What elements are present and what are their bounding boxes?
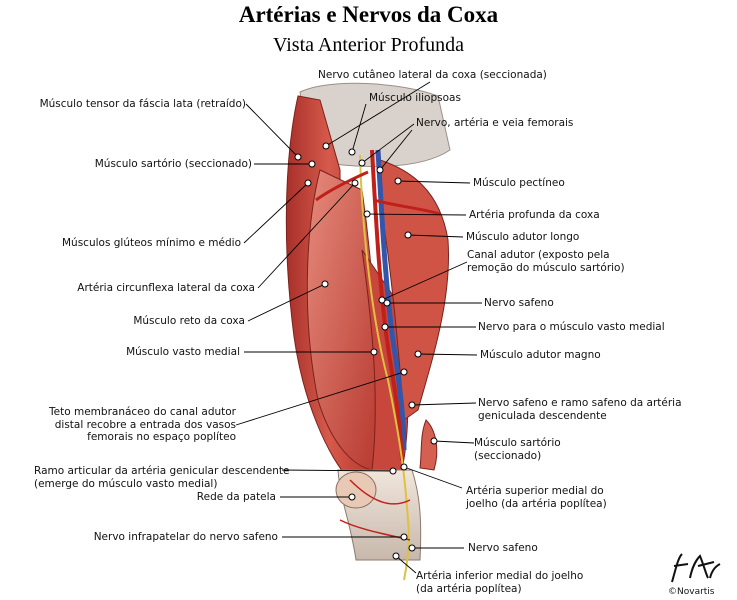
label-nervo-safeno: Nervo safeno	[484, 297, 554, 309]
label-gluteos: Músculos glúteos mínimo e médio	[61, 237, 241, 249]
femoral-vein	[375, 149, 407, 451]
label-tensor-fascia: Músculo tensor da fáscia lata (retraído)	[39, 98, 246, 110]
femoral-artery	[370, 149, 404, 461]
label-adutor-magno: Músculo adutor magno	[480, 349, 601, 361]
label-ramo-articular: Ramo articular da artéria genicular desc…	[34, 465, 290, 490]
label-canal-adutor: Canal adutor (exposto pela remoção do mú…	[467, 249, 625, 274]
label-nervo-safeno-inf: Nervo safeno	[468, 542, 538, 554]
label-safeno-ramo: Nervo safeno e ramo safeno da artéria ge…	[478, 397, 682, 422]
label-pectineo: Músculo pectíneo	[473, 177, 565, 189]
label-nervo-arteria-veia: Nervo, artéria e veia femorais	[416, 117, 574, 129]
label-arteria-profunda: Artéria profunda da coxa	[469, 209, 600, 221]
label-teto-membranaceo: Teto membranáceo do canal adutor distal …	[49, 406, 236, 443]
femoral-nerve	[359, 154, 410, 581]
label-reto-coxa: Músculo reto da coxa	[133, 315, 245, 327]
copyright: ©Novartis	[668, 587, 715, 597]
label-adutor-longo: Músculo adutor longo	[466, 231, 580, 243]
label-iliopsoas: Músculo iliopsoas	[369, 92, 461, 104]
label-sartorio-seccionado-inf: Músculo sartório (seccionado)	[474, 437, 561, 462]
hip-fascia	[299, 82, 451, 168]
label-circunflexa: Artéria circunflexa lateral da coxa	[77, 282, 255, 294]
label-vasto-medial: Músculo vasto medial	[126, 346, 240, 358]
label-infrapatelar: Nervo infrapatelar do nervo safeno	[93, 531, 278, 543]
netter-signature	[671, 553, 721, 583]
circumflex-artery	[315, 170, 369, 202]
label-nervo-cutaneo: Nervo cutâneo lateral da coxa (seccionad…	[318, 69, 547, 81]
adductor-group	[379, 159, 450, 421]
figure-title: Artérias e Nervos da Coxa	[238, 2, 499, 27]
leader-dots	[294, 142, 438, 560]
label-sartorio-seccionado: Músculo sartório (seccionado)	[94, 158, 252, 170]
sartorius-stump	[419, 419, 438, 471]
patella	[335, 471, 377, 509]
profunda-artery	[373, 198, 441, 216]
label-arteria-inferior-medial: Artéria inferior medial do joelho (da ar…	[416, 570, 584, 595]
leader-lines	[235, 81, 482, 574]
figure-subtitle: Vista Anterior Profunda	[273, 34, 464, 56]
label-rede-patela: Rede da patela	[196, 491, 276, 503]
label-nervo-vasto-medial: Nervo para o músculo vasto medial	[478, 321, 665, 333]
label-arteria-superior-medial: Artéria superior medial do joelho (da ar…	[466, 485, 607, 510]
